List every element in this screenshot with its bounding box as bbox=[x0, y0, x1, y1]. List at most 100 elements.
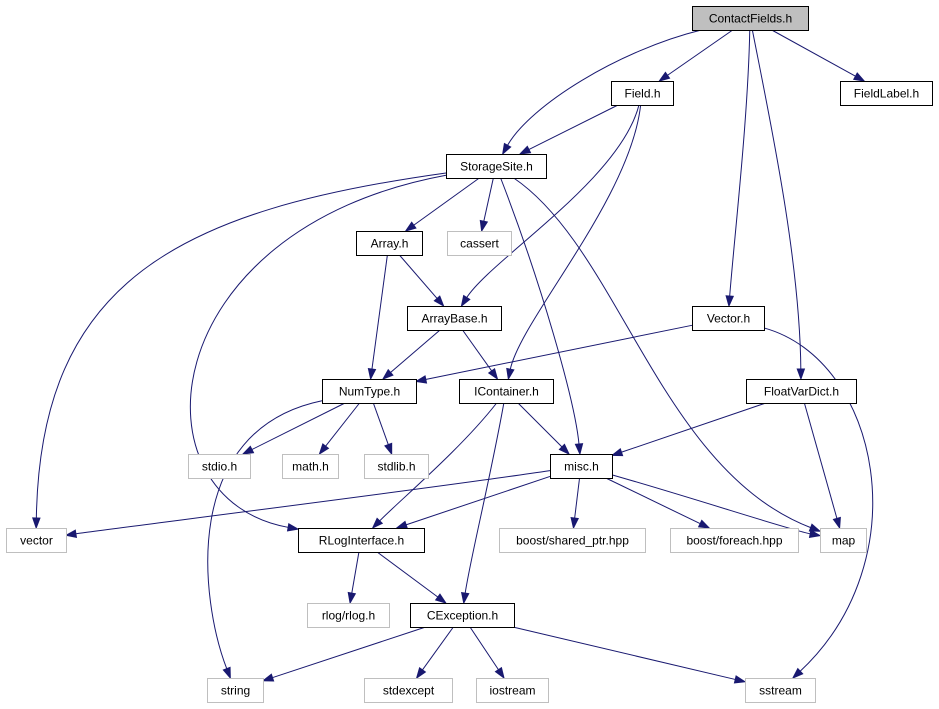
node-label: boost/foreach.hpp bbox=[686, 534, 782, 548]
arrowhead bbox=[518, 145, 532, 155]
edge-line bbox=[483, 177, 494, 223]
node-FieldLabel[interactable]: FieldLabel.h bbox=[840, 81, 933, 106]
arrowhead bbox=[222, 666, 231, 680]
edge-NumType-to-string bbox=[207, 400, 323, 680]
arrowhead bbox=[808, 523, 822, 532]
arrowhead bbox=[558, 443, 571, 456]
node-box bbox=[499, 528, 646, 553]
arrowhead bbox=[460, 591, 470, 605]
node-StorageSite[interactable]: StorageSite.h bbox=[446, 154, 547, 179]
edge-line bbox=[509, 104, 642, 371]
arrowhead bbox=[808, 529, 822, 538]
edge-ContactFields-to-FieldLabel bbox=[771, 29, 866, 82]
edge-Field-to-IContainer bbox=[506, 104, 642, 381]
node-NumType[interactable]: NumType.h bbox=[322, 379, 417, 404]
node-box bbox=[692, 306, 765, 331]
edge-line bbox=[771, 29, 857, 78]
node-box bbox=[476, 678, 549, 703]
edge-line bbox=[751, 29, 802, 371]
node-box bbox=[820, 528, 867, 553]
node-misc[interactable]: misc.h bbox=[550, 454, 613, 479]
node-label: StorageSite.h bbox=[460, 160, 533, 174]
edge-NumType-to-math bbox=[318, 402, 360, 456]
node-Field[interactable]: Field.h bbox=[611, 81, 674, 106]
edge-line bbox=[421, 626, 454, 671]
arrowhead bbox=[32, 517, 41, 530]
node-box bbox=[410, 603, 515, 628]
node-box bbox=[6, 528, 67, 553]
node-CException[interactable]: CException.h bbox=[410, 603, 515, 628]
edge-line bbox=[250, 402, 346, 451]
edge-line bbox=[74, 470, 551, 535]
arrowhead bbox=[415, 666, 427, 680]
edge-line bbox=[666, 29, 734, 77]
arrowhead bbox=[460, 294, 471, 308]
arrowhead bbox=[501, 142, 512, 156]
node-Vector[interactable]: Vector.h bbox=[692, 306, 765, 331]
node-map: map bbox=[820, 528, 867, 553]
edge-misc-to-shared_ptr bbox=[570, 477, 581, 530]
node-RLogInterface[interactable]: RLogInterface.h bbox=[298, 528, 425, 553]
edge-RLogInterface-to-CException bbox=[376, 551, 448, 604]
node-ArrayBase[interactable]: ArrayBase.h bbox=[407, 306, 502, 331]
node-rlog: rlog/rlog.h bbox=[307, 603, 390, 628]
edge-line bbox=[803, 402, 838, 520]
edge-ContactFields-to-Vector bbox=[725, 29, 751, 308]
edge-line bbox=[465, 104, 640, 299]
edge-line bbox=[351, 551, 360, 595]
edge-line bbox=[506, 29, 702, 147]
node-foreach: boost/foreach.hpp bbox=[670, 528, 799, 553]
arrowhead bbox=[832, 516, 841, 530]
node-string: string bbox=[207, 678, 264, 703]
edge-StorageSite-to-vector bbox=[32, 172, 447, 530]
arrowhead bbox=[395, 520, 409, 529]
edge-NumType-to-stdio bbox=[241, 402, 346, 455]
edge-line bbox=[412, 177, 480, 227]
node-label: stdexcept bbox=[383, 684, 435, 698]
edge-IContainer-to-misc bbox=[517, 402, 571, 456]
arrowhead bbox=[658, 71, 671, 82]
edge-line bbox=[405, 475, 551, 526]
node-box bbox=[188, 454, 251, 479]
node-label: string bbox=[221, 684, 250, 698]
arrowhead bbox=[852, 72, 866, 82]
edge-line bbox=[513, 177, 812, 529]
edge-line bbox=[271, 626, 426, 679]
edge-RLogInterface-to-rlog bbox=[347, 551, 360, 605]
node-label: cassert bbox=[460, 237, 499, 251]
node-label: map bbox=[832, 534, 856, 548]
edge-misc-to-vector bbox=[64, 470, 551, 538]
node-box bbox=[840, 81, 933, 106]
node-label: rlog/rlog.h bbox=[322, 609, 375, 623]
node-stdexcept: stdexcept bbox=[364, 678, 453, 703]
arrowhead bbox=[318, 443, 330, 456]
edges-layer bbox=[32, 29, 874, 684]
arrowhead bbox=[286, 523, 300, 532]
arrowhead bbox=[494, 666, 505, 680]
node-label: sstream bbox=[759, 684, 802, 698]
node-label: stdlib.h bbox=[377, 460, 415, 474]
node-label: iostream bbox=[489, 684, 535, 698]
edge-Vector-to-NumType bbox=[414, 324, 693, 384]
node-box bbox=[298, 528, 425, 553]
edge-line bbox=[399, 254, 439, 300]
node-label: boost/shared_ptr.hpp bbox=[516, 534, 629, 548]
edge-ContactFields-to-Field bbox=[658, 29, 734, 82]
node-box bbox=[307, 603, 390, 628]
node-box bbox=[364, 454, 429, 479]
edge-FloatVarDict-to-misc bbox=[610, 402, 766, 457]
edge-line bbox=[517, 402, 563, 448]
arrowhead bbox=[610, 447, 624, 457]
node-Array[interactable]: Array.h bbox=[356, 231, 423, 256]
edge-line bbox=[729, 29, 751, 298]
arrowhead bbox=[697, 519, 711, 529]
edge-line bbox=[469, 626, 500, 671]
arrowhead bbox=[725, 295, 735, 308]
edge-line bbox=[372, 402, 390, 446]
node-stdio: stdio.h bbox=[188, 454, 251, 479]
arrowhead bbox=[404, 221, 417, 232]
node-IContainer[interactable]: IContainer.h bbox=[459, 379, 554, 404]
node-vector: vector bbox=[6, 528, 67, 553]
edge-Array-to-NumType bbox=[367, 254, 388, 381]
node-FloatVarDict[interactable]: FloatVarDict.h bbox=[746, 379, 857, 404]
